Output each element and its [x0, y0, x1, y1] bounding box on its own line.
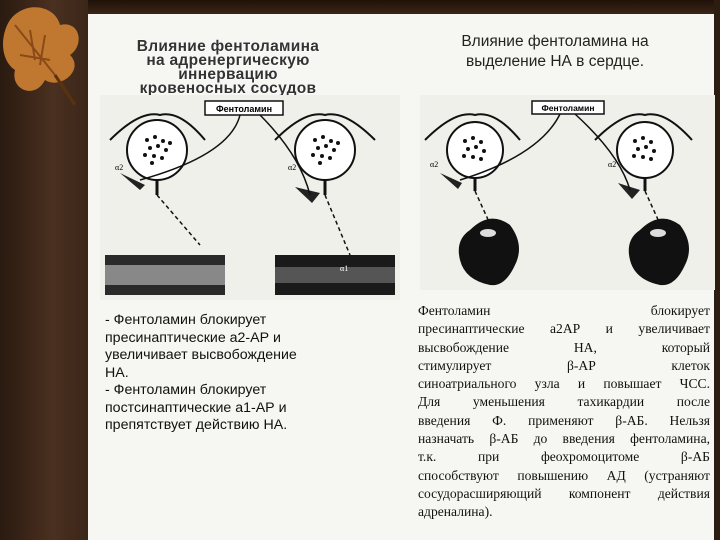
- left-title-line: кровеносных сосудов: [110, 82, 346, 96]
- vessel-innervation-diagram: Фентоламин α2 α2: [100, 95, 400, 300]
- right-description: Фентоламин блокирует пресинаптические а2…: [418, 302, 710, 522]
- left-description-line: пресинаптические а2-АР и: [105, 330, 355, 348]
- left-description-line: постсинаптические а1-АР и: [105, 400, 355, 418]
- right-description-line: т.к. при феохромоцитоме β-АБ: [418, 448, 710, 466]
- left-description: - Фентоламин блокирует пресинаптические …: [105, 312, 355, 435]
- right-description-line: Фентоламин блокирует: [418, 302, 710, 320]
- left-description-line: увеличивает высвобождение: [105, 347, 355, 365]
- left-description-line: препятствует действию НА.: [105, 417, 355, 435]
- right-title-line: Влияние фентоламина на: [420, 32, 690, 52]
- right-title: Влияние фентоламина на выделение НА в се…: [420, 32, 690, 72]
- receptor-label-right: α2: [608, 160, 616, 169]
- right-description-line: стимулирует β-АР клеток: [418, 357, 710, 375]
- right-description-line: введения Ф. применяют β-АБ. Нельзя: [418, 412, 710, 430]
- right-description-line: высвобождение НА, который: [418, 339, 710, 357]
- right-description-line: адреналина).: [418, 503, 710, 521]
- drug-label: Фентоламин: [216, 104, 272, 114]
- receptor-label-left: α2: [430, 160, 438, 169]
- right-description-line: синоатриального узла и повышает ЧСС.: [418, 375, 710, 393]
- left-description-line: НА.: [105, 365, 355, 383]
- left-description-line: - Фентоламин блокирует: [105, 312, 355, 330]
- right-description-line: пресинаптические а2АР и увеличивает: [418, 320, 710, 338]
- right-description-line: назначать β-АБ до введения фентоламина,: [418, 430, 710, 448]
- right-description-line: способствуют повышению АД (устраняют: [418, 467, 710, 485]
- vessel-receptor-label: α1: [340, 264, 348, 273]
- receptor-label-left: α2: [115, 163, 123, 172]
- receptor-label-right: α2: [288, 163, 296, 172]
- top-frame-border: [0, 0, 720, 14]
- autumn-leaf-decoration: [0, 0, 90, 110]
- right-title-line: выделение НА в сердце.: [420, 52, 690, 72]
- drug-label: Фентоламин: [542, 103, 595, 113]
- left-title: Влияние фентоламина на адренергическую и…: [110, 40, 346, 96]
- right-description-line: сосудорасширяющий компонент действия: [418, 485, 710, 503]
- heart-diagram: Фентоламин α2 α2: [420, 95, 715, 290]
- right-description-line: Для уменьшения тахикардии после: [418, 393, 710, 411]
- left-description-line: - Фентоламин блокирует: [105, 382, 355, 400]
